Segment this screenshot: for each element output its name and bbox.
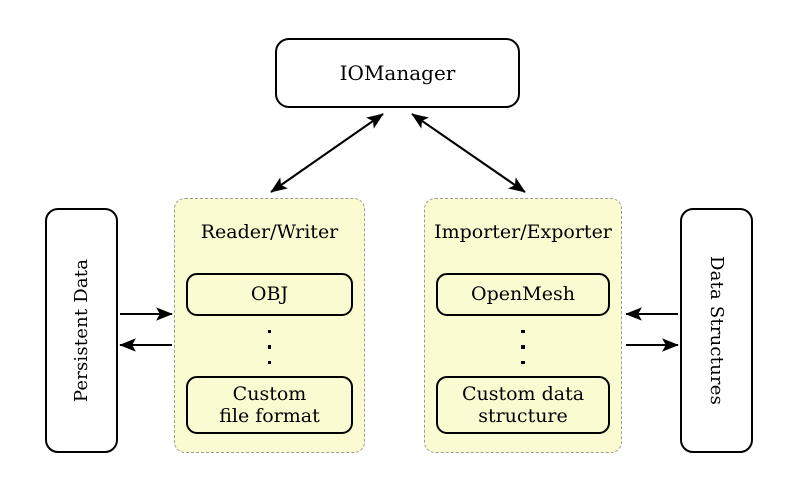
box-custom-file-format-line1: Custom (232, 382, 307, 405)
box-obj-label: OBJ (250, 283, 289, 306)
vertical-dots-icon (425, 327, 621, 367)
group-reader-writer[interactable]: Reader/Writer OBJ Custom file format (174, 198, 365, 453)
node-persistent-data-label: Persistent Data (71, 258, 93, 403)
node-iomanager[interactable]: IOManager (275, 38, 520, 108)
box-custom-file-format-line2: file format (219, 405, 320, 427)
box-custom-file-format[interactable]: Custom file format (186, 376, 353, 434)
group-importer-exporter[interactable]: Importer/Exporter OpenMesh Custom data s… (424, 198, 622, 453)
group-importer-exporter-title: Importer/Exporter (434, 221, 612, 243)
box-openmesh-label: OpenMesh (471, 283, 575, 306)
node-persistent-data[interactable]: Persistent Data (45, 208, 118, 453)
box-obj[interactable]: OBJ (186, 273, 353, 316)
box-custom-data-structure-line1: Custom data (461, 382, 585, 405)
box-custom-data-structure-text: Custom data structure (462, 383, 584, 428)
group-reader-writer-title: Reader/Writer (200, 221, 339, 243)
box-custom-data-structure-line2: structure (478, 405, 568, 427)
arrow-iomanager-readerwriter (270, 113, 384, 193)
box-custom-data-structure[interactable]: Custom data structure (436, 376, 610, 434)
box-openmesh[interactable]: OpenMesh (436, 273, 610, 316)
node-iomanager-label: IOManager (339, 61, 456, 85)
vertical-dots-icon (175, 327, 364, 367)
node-data-structures-label: Data Structures (706, 255, 728, 406)
box-custom-file-format-text: Custom file format (219, 383, 320, 428)
node-data-structures[interactable]: Data Structures (680, 208, 753, 453)
arrow-iomanager-importerexporter (411, 113, 526, 193)
